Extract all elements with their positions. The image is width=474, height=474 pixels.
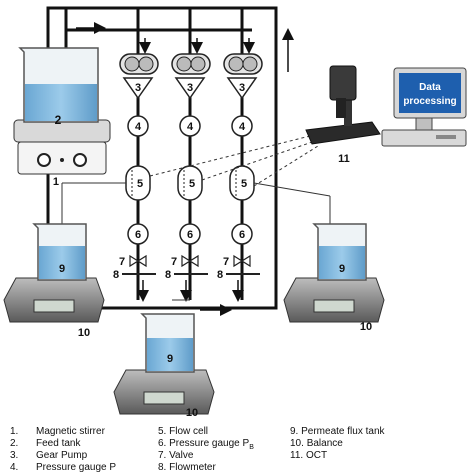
label-valve-1: 7 xyxy=(119,256,125,268)
label-stirrer: 1 xyxy=(53,176,59,188)
label-flow-cell-1: 5 xyxy=(137,178,143,190)
label-permeate-tank-left: 9 xyxy=(59,263,65,275)
flow-arrows xyxy=(76,22,294,316)
label-pump-1: 3 xyxy=(135,82,141,94)
legend-item-7: 7. Valve xyxy=(158,450,194,461)
label-pump-2: 3 xyxy=(187,82,193,94)
legend-item-4: 4.Pressure gauge P xyxy=(10,462,117,473)
label-oct: 11 xyxy=(338,153,350,165)
permeate-lines xyxy=(61,182,331,301)
valves xyxy=(129,254,251,268)
magnetic-stirrer xyxy=(13,119,111,175)
legend-item-9: 9. Permeate flux tank xyxy=(290,426,385,437)
label-valve-2: 7 xyxy=(171,256,177,268)
pressure-gauge-b xyxy=(127,223,253,245)
balance-right xyxy=(283,277,385,323)
label-gauge-b-3: 6 xyxy=(239,229,245,241)
gear-pump-3 xyxy=(223,53,263,100)
permeate-tank-right xyxy=(312,223,367,281)
label-gauge-b-1: 6 xyxy=(135,229,141,241)
gear-pump-2 xyxy=(171,53,211,100)
label-permeate-tank-bottom: 9 xyxy=(167,353,173,365)
pressure-gauge-a xyxy=(127,115,253,137)
label-gauge-b-2: 6 xyxy=(187,229,193,241)
label-gauge-a-2: 4 xyxy=(187,121,194,133)
label-flow-cell-2: 5 xyxy=(189,178,195,190)
legend-item-10: 10. Balance xyxy=(290,438,343,449)
legend-item-1: 1.Magnetic stirrer xyxy=(10,426,105,437)
legend-item-8: 8. Flowmeter xyxy=(158,462,216,473)
feed-tank xyxy=(18,47,99,123)
label-flowmeter-2: 8 xyxy=(165,269,171,281)
legend-item-6: 6. Pressure gauge PB xyxy=(158,438,254,451)
oct-scanner xyxy=(305,65,381,145)
label-balance-left: 10 xyxy=(78,327,90,339)
permeate-tank-left xyxy=(32,223,87,281)
label-flowmeter-1: 8 xyxy=(113,269,119,281)
balance-left xyxy=(3,277,105,323)
label-flowmeter-3: 8 xyxy=(217,269,223,281)
screen-text-line1: Data xyxy=(419,82,441,93)
label-permeate-tank-right: 9 xyxy=(339,263,345,275)
permeate-tank-bottom xyxy=(140,313,195,373)
label-flow-cell-3: 5 xyxy=(241,178,247,190)
balance-bottom xyxy=(113,369,215,415)
legend-item-11: 11. OCT xyxy=(290,450,328,461)
screen-text-line2: processing xyxy=(403,96,456,107)
legend-item-5: 5. Flow cell xyxy=(158,426,209,437)
label-balance-right: 10 xyxy=(360,321,372,333)
legend-item-2: 2.Feed tank xyxy=(10,438,81,449)
label-valve-3: 7 xyxy=(223,256,229,268)
flow-cell-membranes xyxy=(131,170,237,196)
gear-pump-1 xyxy=(119,53,159,100)
oct-scan-lines xyxy=(149,133,319,187)
label-gauge-a-1: 4 xyxy=(135,121,142,133)
gauge-b-subscript: B xyxy=(249,444,254,451)
label-gauge-a-3: 4 xyxy=(239,121,246,133)
computer xyxy=(381,67,467,147)
label-balance-bottom: 10 xyxy=(186,407,198,419)
label-pump-3: 3 xyxy=(239,82,245,94)
legend-item-3: 3.Gear Pump xyxy=(10,450,88,461)
label-tank: 2 xyxy=(55,113,62,127)
legend: 1.Magnetic stirrer 2.Feed tank 3.Gear Pu… xyxy=(0,424,474,474)
